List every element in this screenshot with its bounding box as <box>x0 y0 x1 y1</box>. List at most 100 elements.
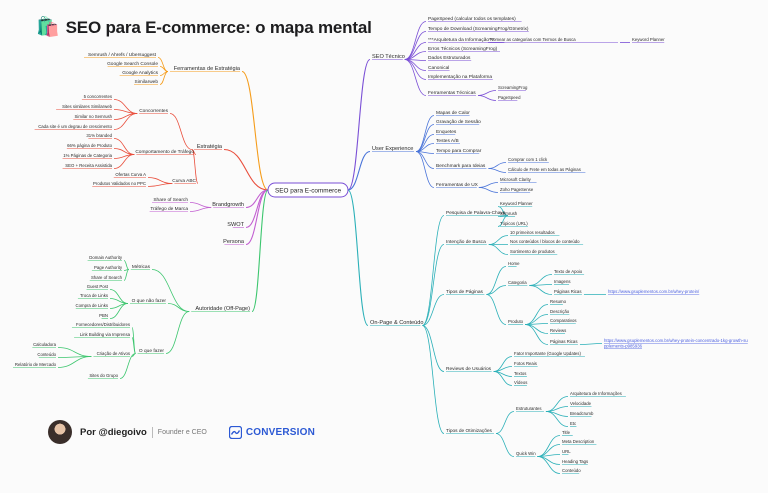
node-similar-no-semrush: Similar no Semrush <box>75 114 113 119</box>
link-https-www-gsuplementos-com-br-whey-prote[interactable]: https://www.gsuplementos.com.br/whey-pro… <box>604 338 748 348</box>
node-paginas-ricas: Páginas Ricas <box>554 289 581 294</box>
node-descricao: Descrição <box>550 309 570 314</box>
node-videos: Vídeos <box>514 380 527 385</box>
node-fator-importante-google-updates: Fator Importante (Google Updates) <box>514 351 581 356</box>
node-trafego-de-marca: Tráfego de Marca <box>150 206 188 212</box>
author-handle: Por @diegoivo <box>80 426 147 438</box>
node-gravacao-de-sessao: Gravação de Sessão <box>436 119 481 125</box>
node-quick-win: Quick Win <box>516 451 536 456</box>
node-persona: Persona <box>223 239 245 245</box>
connector-microsoft-clarity <box>478 182 499 188</box>
node-arquitetura-de-informacoes: Arquitetura de Informações <box>570 391 622 396</box>
connector-domain-authority <box>123 260 129 270</box>
node-tipos-de-paginas: Tipos de Páginas <box>446 289 483 295</box>
connector-estruturantes <box>495 411 515 434</box>
connector-pagespeed-calcular-todos-os-templates <box>404 21 427 60</box>
node-pesquisa-de-palavra-chave: Pesquisa de Palavra-Chave <box>446 210 506 216</box>
node-google-search-console: Google Search Console <box>107 61 158 67</box>
node-textos: Textos <box>514 371 526 376</box>
node-seo-receita-assistida: SEO + Receita Assistida <box>65 163 112 168</box>
node-66-pagina-de-produto: 66% página de Produto <box>67 143 113 148</box>
page-title-text: SEO para E-commerce: o mapa mental <box>65 18 372 37</box>
connector-seo-tecnico <box>347 58 371 191</box>
node-testes-a-b: Testes A/B <box>436 138 459 144</box>
author-avatar <box>48 420 72 444</box>
connector-tipos-de-paginas <box>422 294 445 326</box>
node-produtos-validados-no-ppc: Produtos Validados no PPC <box>93 181 146 186</box>
connector-topicos-url <box>497 215 509 227</box>
node-o-que-nao-fazer: O que não fazer <box>132 298 167 304</box>
node-nos-conteudos-blocos-de-conteudo: Nos conteúdos / blocos de conteúdo <box>510 239 580 244</box>
node-criacao-de-ativos: Criação de Ativos <box>97 351 130 356</box>
node-reviews-de-usuarios: Reviews de Usuários <box>446 366 492 372</box>
connector-similarweb <box>159 71 169 85</box>
node-tempo-para-comprar: Tempo para Comprar <box>436 148 482 154</box>
node-page-authority: Page Authority <box>94 265 123 270</box>
node-brandgrowth: Brandgrowth <box>212 202 244 208</box>
author-role: Founder e CEO <box>157 428 207 436</box>
connector-seo-receita-assistida <box>113 154 135 169</box>
node-compra-de-links: Compra de Links <box>76 303 108 308</box>
connector-etc <box>545 411 569 427</box>
connector-benchmark-para-ideias <box>415 151 435 169</box>
node-calculo-de-frete-em-todas-as-paginas: Cálculo de Frete em todas as Páginas <box>508 167 581 172</box>
connector-share-of-search <box>123 269 129 281</box>
node-conteudo: Conteúdo <box>562 468 581 473</box>
connector-ferramentas-de-ux <box>415 151 435 188</box>
node-conteudo: Conteúdo <box>37 352 56 357</box>
node-canonical: Canonical <box>428 65 449 71</box>
connector-relatorio-de-mercado <box>57 356 92 368</box>
link-https-www-gsuplementos-com-br-whey-prote[interactable]: https://www.gsuplementos.com.br/whey-pro… <box>608 289 700 294</box>
page-title: 🛍️ SEO para E-commerce: o mapa mental <box>36 17 372 39</box>
node-paginas-ricas: Páginas Ricas <box>550 339 577 344</box>
node-relatorio-de-mercado: Relatório de Mercado <box>15 362 57 367</box>
connector-share-of-search <box>189 202 212 208</box>
node-fornecedores-distribuidores: Fornecedores/Distribuidores <box>76 322 130 327</box>
node-semrush-ahrefs-ubersuggest: Semrush / Ahrefs / Ubersuggest <box>88 52 157 58</box>
node-autoridade-off-page: Autoridade (Off-Page) <box>195 306 250 312</box>
node-tipos-de-otimizacoes: Tipos de Otimizações <box>446 428 493 434</box>
connector-home <box>486 266 507 295</box>
connector-31-branded <box>113 138 135 155</box>
node-title: Title <box>562 430 571 435</box>
connector-o-que-fazer <box>165 311 190 354</box>
node-share-of-search: Share of Search <box>153 197 188 203</box>
node-sites-do-grupo: Sites do Grupo <box>89 373 118 378</box>
node-share-of-search: Share of Search <box>91 275 123 280</box>
connector-paginas-ricas <box>524 324 549 345</box>
node-troca-de-links: Troca de Links <box>80 293 108 298</box>
connector-sortimento-de-produtos <box>488 244 509 255</box>
connector-semrush-ahrefs-ubersuggest <box>157 57 169 72</box>
connector-fornecedores-distribuidores <box>131 327 136 354</box>
node-ferramentas-de-estrategia: Ferramentas de Estratégia <box>174 66 241 72</box>
footer: Por @diegoivo Founder e CEO CONVERSION <box>48 420 315 444</box>
node-seo-tecnico: SEO Técnico <box>372 54 405 60</box>
connector-pbn <box>109 303 129 319</box>
brand-name: CONVERSION <box>245 426 316 438</box>
node-resumo: Resumo <box>550 299 567 304</box>
node-estruturantes: Estruturantes <box>516 406 542 411</box>
connector-autoridade-off-page <box>251 189 269 313</box>
node-arquitetura-da-informacao: ***Arquitetura da Informação*** <box>428 37 495 43</box>
connector-screamingfrog <box>477 90 497 96</box>
connector-tempo-de-download-screamingfrog-gtmetrix <box>404 31 427 60</box>
node-pagespeed-calcular-todos-os-templates: PageSpeed (calcular todos os templates) <box>428 16 516 22</box>
node-fotos-reais: Fotos Reais <box>514 361 537 366</box>
node-google-analytics: Google Analytics <box>122 70 158 76</box>
node-nomear-as-categorias-com-termos-de-busca: Nomear as categorias com Termos de Busca <box>490 37 576 42</box>
node-comportamento-de-trafego: Comportamento de Tráfego <box>135 149 194 155</box>
node-imagens: Imagens <box>554 279 570 284</box>
connector-layer <box>13 21 665 474</box>
label-layer: Ferramentas de Estratégia Semrush / Ahref… <box>15 16 748 473</box>
connector-reviews-de-usuarios <box>422 325 445 372</box>
node-sortimento-de-produtos: Sortimento de produtos <box>510 249 555 254</box>
connector-produto <box>486 294 507 325</box>
center-node[interactable]: SEO para E-commerce <box>267 182 349 198</box>
node-benchmark-para-ideias: Benchmark para Ideias <box>436 163 486 169</box>
connector-ferramentas-de-estrategia <box>241 70 269 191</box>
connector-link-building-via-imprensa <box>131 337 136 354</box>
connector-calculo-de-frete-em-todas-as-paginas <box>488 168 507 173</box>
node-meta-description: Meta Description <box>562 439 595 444</box>
node-topicos-url: Tópicos (URL) <box>500 221 528 226</box>
